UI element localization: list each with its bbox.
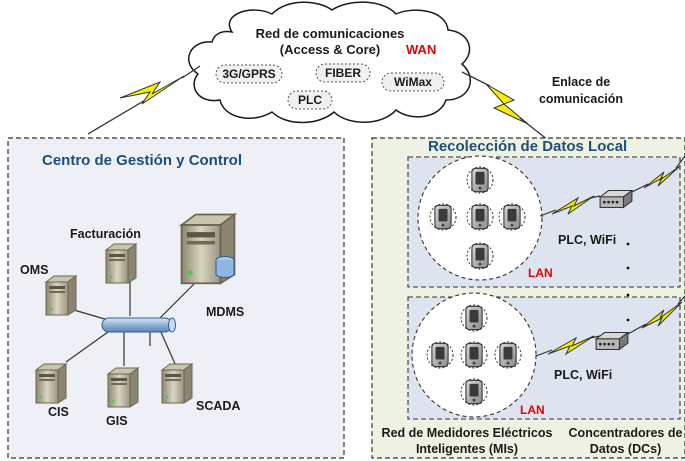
smart-meter-icon	[471, 243, 489, 269]
lan1-label: LAN	[528, 266, 553, 280]
server-icon-cis	[35, 363, 67, 404]
server-label-cis: CIS	[48, 405, 69, 419]
lightning-link-right	[461, 71, 549, 141]
tech-label-fiber: FIBER	[325, 66, 361, 80]
meters-network-label: Red de Medidores Eléctricos Inteligentes…	[370, 425, 564, 457]
smart-meter-icon	[499, 342, 517, 368]
server-icon-scada	[161, 363, 193, 404]
bus-spoke	[65, 331, 109, 363]
lightning-lan-2	[535, 335, 601, 357]
tech-label-wimax: WiMax	[394, 75, 432, 89]
lan2-tech-label: PLC, WiFi	[554, 368, 613, 382]
server-icon-mdms	[180, 213, 236, 285]
smart-meter-icon	[465, 379, 483, 405]
smart-meter-icon	[434, 204, 452, 230]
server-label-mdms: MDMS	[206, 305, 245, 319]
lightning-uplink-1	[631, 155, 685, 193]
tech-pill-3g	[215, 64, 283, 84]
link-label-line2: comunicación	[538, 92, 624, 106]
server-label-oms: OMS	[20, 263, 49, 277]
link-label-line1: Enlace de	[551, 75, 611, 89]
control-center-title: Centro de Gestión y Control	[42, 152, 243, 169]
lan2-label: LAN	[520, 403, 545, 417]
cloud-title-line2: (Access & Core)	[279, 42, 381, 57]
meter-group-2	[426, 304, 522, 406]
server-icon-facturacion	[105, 243, 137, 284]
tech-pill-fiber	[315, 63, 371, 83]
bus-spoke	[73, 309, 109, 321]
tech-pill-wimax	[381, 72, 445, 92]
concentrators-label-line2: Datos (DCs)	[589, 442, 662, 456]
cloud-title: Red de comunicaciones (Access & Core)	[248, 26, 412, 58]
lightning-link-left	[87, 65, 201, 135]
link-label: Enlace de comunicación	[526, 74, 636, 108]
lightning-uplink-2	[627, 295, 685, 335]
lightning-lan-1	[539, 195, 601, 217]
smart-meter-icon	[465, 342, 483, 368]
data-concentrator-icon	[599, 189, 633, 209]
data-concentrator-icon	[595, 331, 629, 351]
concentrators-label: Concentradores de Datos (DCs)	[566, 425, 685, 457]
smart-meter-icon	[471, 204, 489, 230]
smart-meter-icon	[471, 167, 489, 193]
smart-meter-icon	[431, 342, 449, 368]
lan1-tech-label: PLC, WiFi	[558, 233, 617, 247]
wan-label: WAN	[406, 42, 437, 57]
server-label-facturacion: Facturación	[70, 227, 141, 241]
meters-network-label-line2: Inteligentes (MIs)	[415, 442, 519, 456]
local-collection-title: Recolección de Datos Local	[428, 138, 628, 155]
tech-pill-plc	[287, 90, 333, 110]
smart-meter-icon	[503, 204, 521, 230]
cloud-title-line1: Red de comunicaciones	[255, 26, 405, 41]
bus-spoke	[159, 329, 177, 367]
more-concentrators-dots	[626, 242, 630, 322]
server-icon-oms	[45, 275, 77, 316]
server-label-scada: SCADA	[196, 399, 241, 413]
tech-label-plc: PLC	[298, 93, 322, 107]
meter-group-1	[429, 166, 526, 270]
tech-label-3g: 3G/GPRS	[222, 67, 276, 81]
bus-spoke	[157, 281, 197, 321]
concentrators-label-line1: Concentradores de	[568, 426, 683, 440]
meters-network-label-line1: Red de Medidores Eléctricos	[381, 426, 553, 440]
cloud-shape	[187, 1, 472, 124]
smart-meter-icon	[465, 305, 483, 331]
server-icon-gis	[107, 367, 139, 408]
server-label-gis: GIS	[106, 414, 128, 428]
network-bus	[101, 317, 176, 333]
